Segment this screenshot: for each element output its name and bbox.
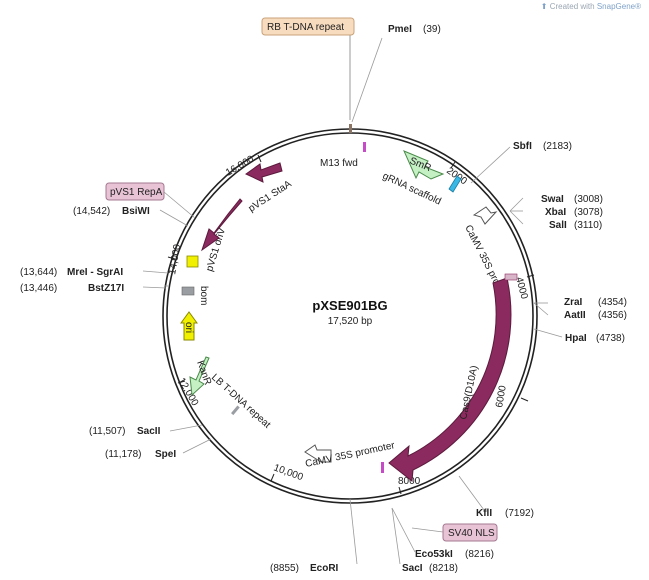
camv2-feature[interactable]	[304, 444, 332, 463]
site-bstz-pos: (13,446)	[20, 283, 57, 294]
site-ecori-name: EcoRI	[310, 563, 339, 574]
tick-marks	[167, 154, 535, 495]
site-mrei-name: MreI - SgrAI	[67, 267, 123, 278]
snapgene-credit: ⬆ Created with SnapGene®	[541, 2, 641, 11]
repa-label: pVS1 RepA	[110, 187, 163, 198]
site-hpai-pos: (4738)	[596, 333, 625, 344]
snapgene-logo-icon: ⬆	[540, 2, 548, 11]
site-xbai-pos: (3078)	[574, 207, 603, 218]
site-kfli-pos: (7192)	[505, 508, 534, 519]
cas9-feature[interactable]	[388, 277, 512, 482]
tick-label-8000: 8000	[398, 476, 421, 487]
site-eco53ki[interactable]: Eco53kI (8216)	[415, 549, 494, 560]
sv40-feature[interactable]	[381, 462, 384, 473]
rb-label: RB T-DNA repeat	[267, 22, 344, 33]
site-swai[interactable]: SwaI (3008)	[541, 194, 603, 205]
site-pmei[interactable]: PmeI (39)	[388, 24, 441, 35]
repa-label-box[interactable]	[105, 182, 165, 201]
site-mrei[interactable]: (13,644) MreI - SgrAI	[20, 267, 123, 278]
site-aatii[interactable]: AatII (4356)	[564, 310, 627, 321]
sv40-label: SV40 NLS	[448, 528, 495, 539]
site-pmei-pos: (39)	[423, 24, 441, 35]
tick-label-14000: 14,000	[167, 243, 183, 275]
site-leaders	[142, 37, 563, 565]
site-aatii-name: AatII	[564, 310, 586, 321]
rb-label-box[interactable]	[261, 17, 355, 36]
sta-feature[interactable]	[245, 162, 283, 183]
tick-label-6000: 6000	[494, 384, 509, 408]
lb-feature[interactable]	[231, 405, 240, 416]
site-eco53ki-name: Eco53kI	[415, 549, 453, 560]
site-ecori[interactable]: (8855) EcoRI	[270, 563, 339, 574]
credit-brand: SnapGene®	[596, 2, 641, 11]
sv40-label-box[interactable]	[442, 523, 498, 542]
cas9-start-marker	[504, 273, 518, 281]
site-sali-pos: (3110)	[574, 220, 602, 231]
bom-label: bom	[198, 286, 209, 305]
site-bstz[interactable]: (13,446) BstZ17I	[20, 283, 124, 294]
site-sali-name: SalI	[549, 220, 567, 231]
site-zrai-name: ZraI	[564, 297, 583, 308]
site-sacii-pos: (11,507)	[89, 426, 126, 437]
site-saci-pos: (8218)	[429, 563, 458, 574]
site-bstz-name: BstZ17I	[88, 283, 124, 294]
repa-leader	[163, 191, 196, 219]
site-sbfi-pos: (2183)	[543, 141, 572, 152]
site-sali[interactable]: SalI (3110)	[549, 220, 602, 231]
site-ecori-pos: (8855)	[270, 563, 299, 574]
lb-label: LB T-DNA repeat	[209, 372, 273, 431]
site-aatii-pos: (4356)	[598, 310, 627, 321]
site-saci[interactable]: SacI (8218)	[402, 563, 458, 574]
site-hpai[interactable]: HpaI (4738)	[565, 333, 625, 344]
ori-feature[interactable]	[180, 311, 198, 341]
site-xbai[interactable]: XbaI (3078)	[545, 207, 603, 218]
site-xbai-name: XbaI	[545, 207, 566, 218]
rb-feature[interactable]	[349, 124, 352, 133]
site-sacii-name: SacII	[137, 426, 161, 437]
site-bsiwi-name: BsiWI	[122, 206, 150, 217]
sta-label: pVS1 StaA	[247, 178, 294, 214]
m13-fwd-label: M13 fwd	[320, 158, 358, 169]
credit-prefix: Created with	[549, 2, 595, 11]
smr-feature[interactable]	[403, 150, 445, 180]
site-saci-name: SacI	[402, 563, 423, 574]
site-spei-name: SpeI	[155, 449, 176, 460]
plasmid-size: 17,520 bp	[328, 316, 373, 327]
site-kfli-name: KflI	[476, 508, 492, 519]
site-pmei-name: PmeI	[388, 24, 412, 35]
site-sbfi[interactable]: SbfI (2183)	[513, 141, 572, 152]
ori-label: ori	[183, 322, 194, 333]
onv-feature[interactable]	[186, 255, 199, 268]
site-sbfi-name: SbfI	[513, 141, 532, 152]
camv1-feature[interactable]	[472, 206, 498, 225]
bom-feature[interactable]	[181, 286, 195, 296]
repa-feature[interactable]	[201, 198, 243, 252]
plasmid-name: pXSE901BG	[312, 298, 387, 313]
site-swai-pos: (3008)	[574, 194, 603, 205]
site-spei[interactable]: (11,178) SpeI	[105, 449, 176, 460]
site-mrei-pos: (13,644)	[20, 267, 57, 278]
site-kfli[interactable]: KflI (7192)	[476, 508, 534, 519]
m13-fwd-feature[interactable]	[363, 142, 366, 152]
site-bsiwi[interactable]: (14,542) BsiWI	[73, 206, 150, 217]
sv40-leader	[411, 527, 444, 533]
site-eco53ki-pos: (8216)	[465, 549, 494, 560]
site-sacii[interactable]: (11,507) SacII	[89, 426, 161, 437]
site-zrai[interactable]: ZraI (4354)	[564, 297, 627, 308]
site-zrai-pos: (4354)	[598, 297, 627, 308]
tick-label-10000: 10,000	[272, 462, 305, 483]
site-spei-pos: (11,178)	[105, 449, 142, 460]
site-swai-name: SwaI	[541, 194, 564, 205]
site-hpai-name: HpaI	[565, 333, 587, 344]
site-bsiwi-pos: (14,542)	[73, 206, 110, 217]
grna-feature[interactable]	[448, 175, 462, 193]
kanr-feature[interactable]	[189, 356, 210, 397]
